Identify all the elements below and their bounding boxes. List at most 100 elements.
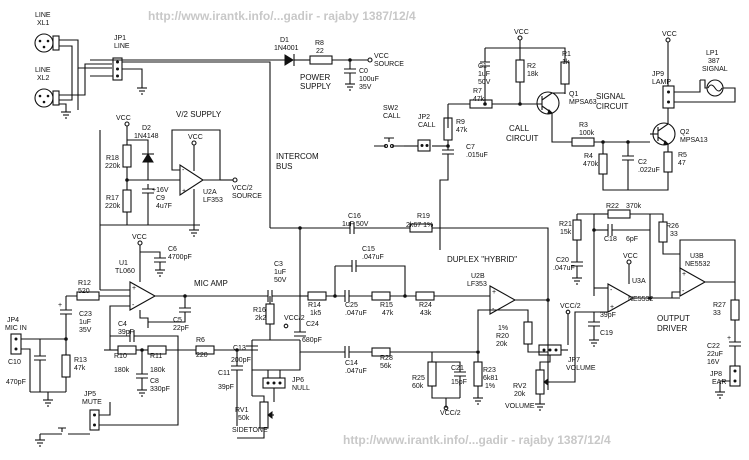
jp1-label-2: LINE bbox=[114, 43, 130, 50]
line-connector-xl2 bbox=[34, 88, 60, 108]
u2a-label-2: LF353 bbox=[203, 197, 223, 204]
r20-label-3: 20k bbox=[496, 341, 508, 348]
u2b-label-1: U2B bbox=[471, 273, 485, 280]
jp2-label-1: JP2 bbox=[418, 114, 430, 121]
r23-label-2: 6k81 bbox=[483, 375, 498, 382]
r22-label-1: R22 bbox=[606, 203, 619, 210]
r2-label-1: R2 bbox=[527, 63, 536, 70]
jp4-label-2: MIC IN bbox=[5, 325, 27, 332]
watermark-bottom: http://www.irantk.info/...gadir - rajaby… bbox=[343, 433, 611, 447]
line-connector-xl1 bbox=[34, 33, 60, 53]
c23-label-2: 1uF bbox=[79, 319, 91, 326]
jp5-label-1: JP5 bbox=[84, 391, 96, 398]
r24-resistor bbox=[415, 291, 435, 301]
d2-diode bbox=[142, 153, 154, 163]
r25-label-2: 60k bbox=[412, 383, 424, 390]
c5-label-2: 22pF bbox=[173, 325, 189, 332]
r19-label-1: R19 bbox=[417, 213, 430, 220]
r15-label-2: 47k bbox=[382, 310, 394, 317]
c2-label-1: C2 bbox=[638, 159, 647, 166]
c8-label-1: C8 bbox=[150, 378, 159, 385]
u1-label-2: TL060 bbox=[115, 268, 135, 275]
c1-label-3: 50V bbox=[478, 79, 491, 86]
watermark-top: http://www.irantk.info/...gadir - rajaby… bbox=[148, 9, 416, 23]
r17-label-1: R17 bbox=[106, 195, 119, 202]
r24-label-1: R24 bbox=[419, 302, 432, 309]
r22-resistor bbox=[607, 209, 631, 219]
q1-label-1: Q1 bbox=[569, 91, 578, 98]
c13-label-2: 200pF bbox=[231, 357, 251, 364]
u3b-label-1: U3B bbox=[690, 253, 704, 260]
r13-label-1: R13 bbox=[74, 357, 87, 364]
c25-label-2: .047uF bbox=[345, 310, 367, 317]
r8-label-1: R8 bbox=[315, 40, 324, 47]
c20-label-1: C20 bbox=[556, 257, 569, 264]
vcc-source-label-1: VCC bbox=[374, 53, 389, 60]
r8-resistor bbox=[309, 55, 333, 65]
svg-text:+: + bbox=[610, 304, 614, 311]
c4-label-2: 39pF bbox=[118, 329, 134, 336]
vcc-label-u3a: VCC bbox=[623, 253, 638, 260]
lp1-label-1: LP1 bbox=[706, 50, 719, 57]
jp4-label-1: JP4 bbox=[7, 317, 19, 324]
vcc-label-call: VCC bbox=[514, 29, 529, 36]
r22-label-2: 370k bbox=[626, 203, 642, 210]
c1-label-2: 1uF bbox=[478, 71, 490, 78]
u2b-label-2: LF353 bbox=[467, 281, 487, 288]
jp2-label-2: CALL bbox=[418, 122, 436, 129]
u2a-opamp: -+ bbox=[179, 163, 205, 197]
r12-label-2: 520 bbox=[78, 288, 90, 295]
c23-label-1: C23 bbox=[79, 311, 92, 318]
c19-label-top: 39pF bbox=[600, 312, 616, 319]
r5-label-1: R5 bbox=[678, 152, 687, 159]
c14-label-1: C14 bbox=[345, 360, 358, 367]
rv2-label-2: 20k bbox=[514, 391, 526, 398]
c19-label: C19 bbox=[600, 330, 613, 337]
r18-label-1: R18 bbox=[106, 155, 119, 162]
d1-label-1: D1 bbox=[280, 37, 289, 44]
svg-text:-: - bbox=[610, 287, 613, 294]
r4-label-1: R4 bbox=[584, 153, 593, 160]
c18-label-2: 6pF bbox=[626, 236, 638, 243]
r16-resistor bbox=[265, 303, 275, 325]
jp7-label-1: JP7 bbox=[568, 357, 580, 364]
r1-label-1: R1 bbox=[562, 51, 571, 58]
svg-text:+: + bbox=[492, 289, 496, 296]
vcc-source-label-2: SOURCE bbox=[374, 61, 404, 68]
c16-label-1: C16 bbox=[348, 213, 361, 220]
r7-label-2: 47k bbox=[473, 96, 485, 103]
r9-label-1: R9 bbox=[456, 119, 465, 126]
signal-circuit-label-2: CIRCUIT bbox=[596, 102, 629, 111]
r23-resistor bbox=[473, 361, 483, 387]
jp6-label-2: NULL bbox=[292, 385, 310, 392]
rv1-potentiometer bbox=[259, 401, 269, 429]
r19-label-2: 2k67 1% bbox=[406, 222, 433, 229]
jp6-null-jumper bbox=[262, 377, 286, 389]
r1-label-2: 1k bbox=[562, 59, 570, 66]
jp4-mic-in-jack bbox=[10, 333, 22, 355]
r14-resistor bbox=[307, 291, 327, 301]
c0-label-3: 35V bbox=[359, 84, 372, 91]
r9-label-2: 47k bbox=[456, 127, 468, 134]
output-driver-label-1: OUTPUT bbox=[657, 314, 690, 323]
c6-label-2: 4700pF bbox=[168, 254, 192, 261]
d1-label-2: 1N4001 bbox=[274, 45, 299, 52]
u3a-opamp: -+ bbox=[607, 283, 635, 313]
v2-supply-title: V/2 SUPPLY bbox=[176, 110, 222, 119]
c11-label-1: C11 bbox=[218, 370, 230, 377]
u1-label-1: U1 bbox=[119, 260, 128, 267]
r25-resistor bbox=[427, 361, 437, 387]
r15-resistor bbox=[371, 291, 391, 301]
jp8-label-1: JP8 bbox=[710, 371, 722, 378]
jp5-label-2: MUTE bbox=[82, 399, 102, 406]
rv2-potentiometer bbox=[535, 369, 545, 395]
svg-text:-: - bbox=[182, 167, 185, 174]
c3-label-2: 1uF bbox=[274, 269, 286, 276]
c25-label-1: C25 bbox=[345, 302, 358, 309]
r8-label-2: 22 bbox=[316, 48, 324, 55]
q2-label-2: MPSA13 bbox=[680, 137, 708, 144]
d2-label-1: D2 bbox=[142, 125, 151, 132]
power-supply-label-1: POWER bbox=[300, 73, 330, 82]
u3a-label-1: U3A bbox=[632, 278, 646, 285]
line-xl1-label-2: XL1 bbox=[37, 20, 50, 27]
